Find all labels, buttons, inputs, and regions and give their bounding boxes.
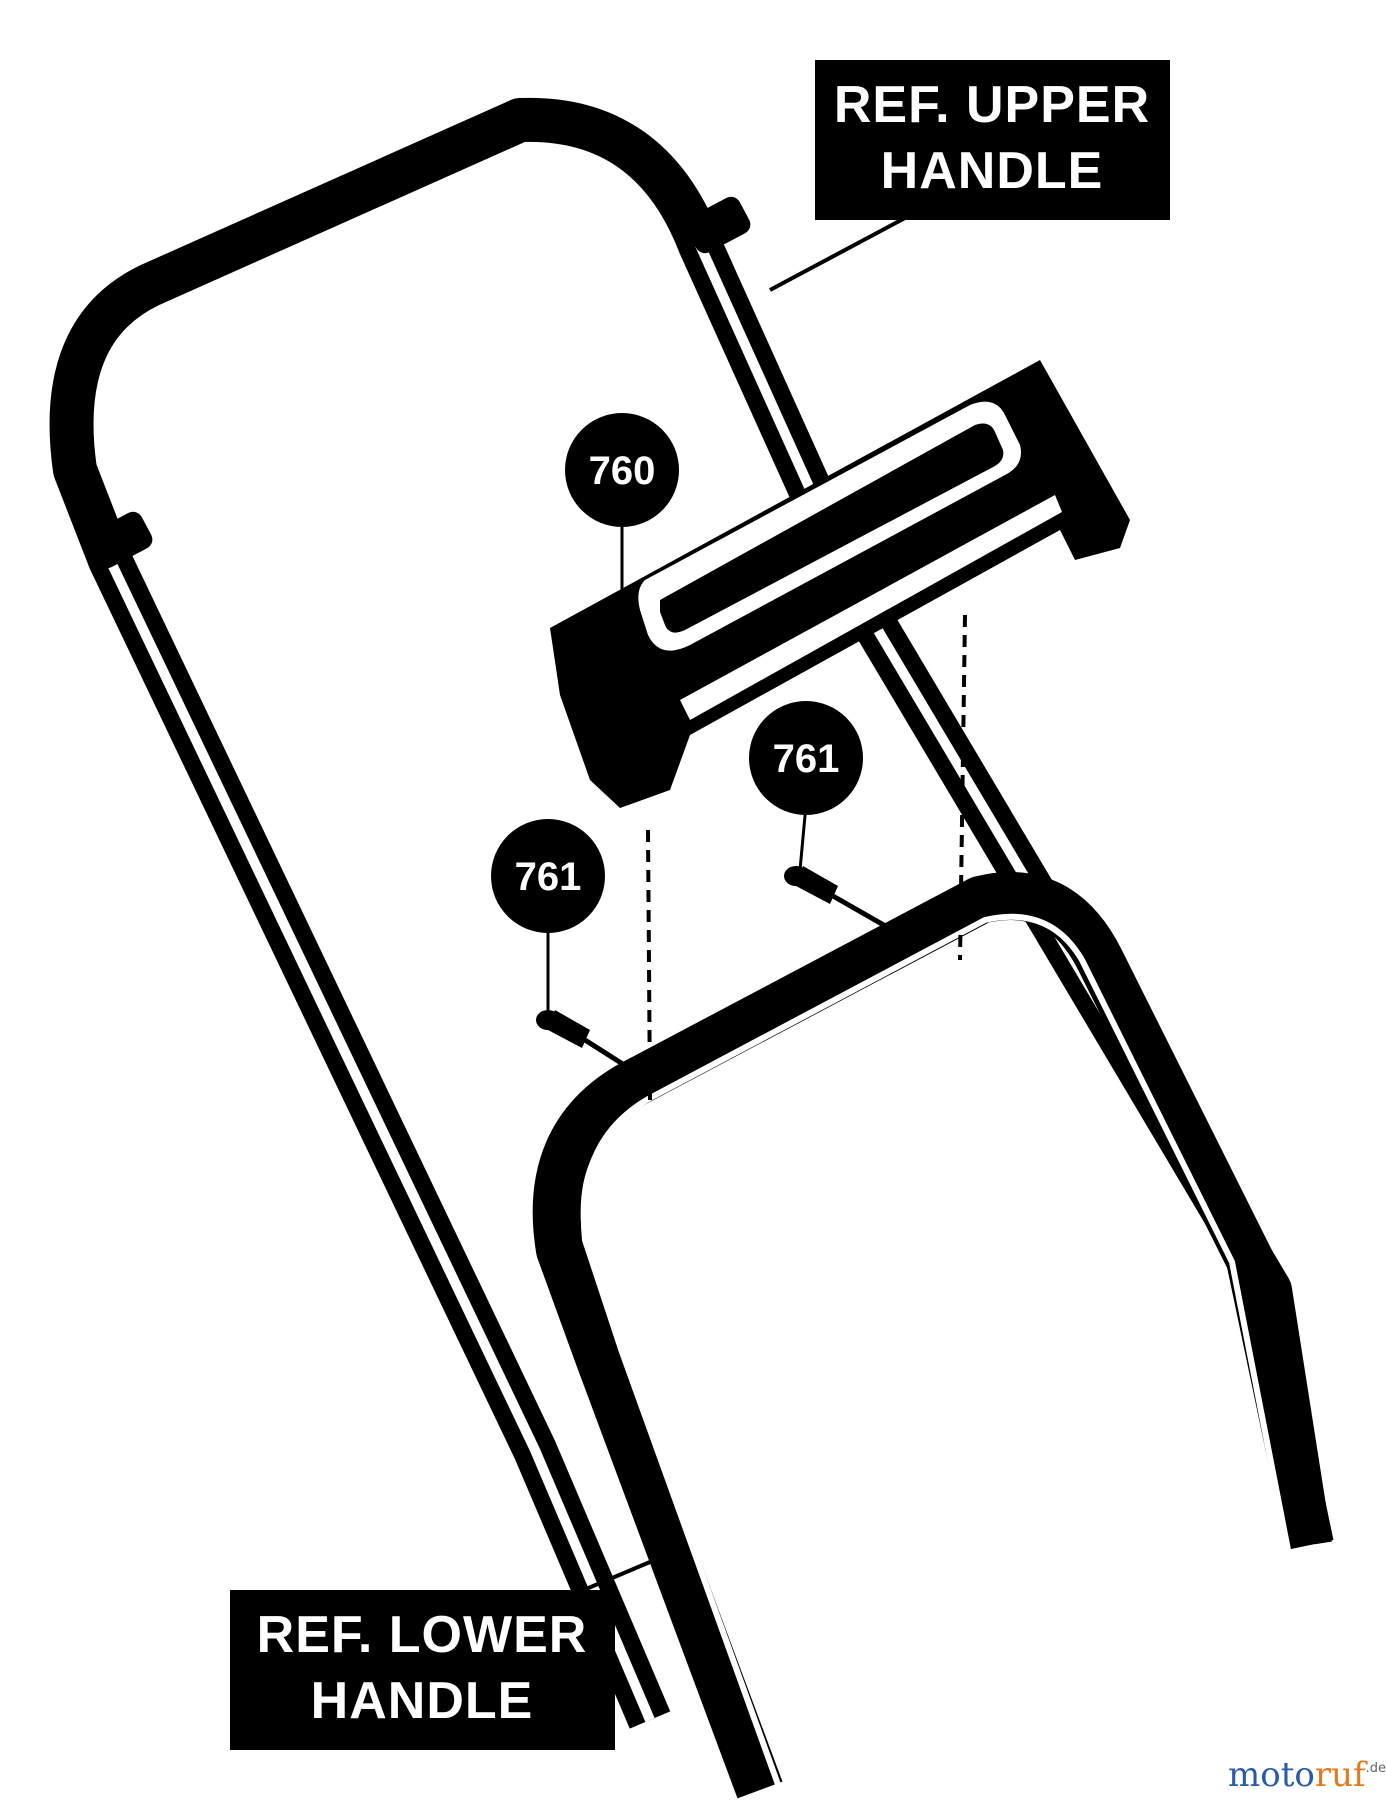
callout-761-left: 761	[491, 819, 605, 1010]
lower-handle-label-line1: REF. LOWER	[257, 1606, 588, 1664]
svg-text:motoruf.de: motoruf.de	[1228, 1755, 1386, 1795]
watermark-suffix: .de	[1366, 1761, 1386, 1776]
lower-handle-label: REF. LOWER HANDLE	[230, 1560, 651, 1750]
lower-handle-tube	[532, 872, 1334, 1799]
watermark-text-a: moto	[1228, 1755, 1315, 1795]
assembly-guide-lines	[646, 614, 967, 1101]
lower-handle-label-line2: HANDLE	[311, 1672, 534, 1730]
upper-handle-label: REF. UPPER HANDLE	[769, 60, 1170, 292]
screw-left	[536, 1010, 642, 1078]
upper-handle-label-line2: HANDLE	[881, 142, 1104, 200]
callout-760: 760	[565, 413, 679, 615]
callout-761-left-label: 761	[515, 855, 582, 899]
callout-760-label: 760	[589, 449, 656, 493]
screw-right	[784, 866, 912, 943]
upper-handle-label-line1: REF. UPPER	[834, 76, 1150, 134]
callout-761-right: 761	[749, 701, 863, 871]
cable-guide-bracket	[550, 360, 1130, 808]
watermark-text-b: ruf	[1315, 1755, 1368, 1795]
upper-handle-tube	[49, 97, 1332, 1729]
watermark-logo: motoruf.de	[1228, 1755, 1386, 1795]
callout-761-right-label: 761	[773, 737, 840, 781]
